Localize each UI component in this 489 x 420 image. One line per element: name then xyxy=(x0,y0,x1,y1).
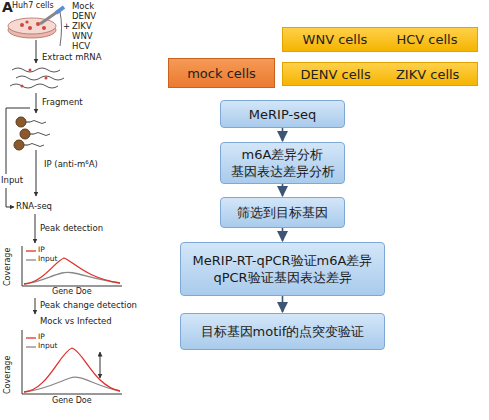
box-text: mock cells xyxy=(187,65,256,82)
input-arrow xyxy=(6,188,14,207)
box-text: 筛选到目标基因 xyxy=(237,204,328,221)
step-label: + xyxy=(63,22,70,31)
step-label: IP (anti-m⁶A) xyxy=(44,160,98,169)
cell xyxy=(28,26,32,30)
flow-arrow xyxy=(282,184,284,196)
m6a-mark xyxy=(45,77,48,80)
rna-fragment xyxy=(28,144,44,147)
step-label: Peak detection xyxy=(40,224,103,233)
axis-label: Coverage xyxy=(4,248,13,286)
step-arrow xyxy=(36,40,37,63)
antibody-bead xyxy=(16,117,26,127)
step-label: RNA-seq xyxy=(16,202,52,211)
step-label: ZIKV xyxy=(72,22,92,31)
sample-box: DENV cells ZIKV cells xyxy=(282,62,478,86)
legend-line xyxy=(26,259,36,260)
legend-line xyxy=(26,346,36,347)
box-text: HCV cells xyxy=(396,31,457,48)
axis-label: Coverage xyxy=(4,356,13,394)
mrna-strand xyxy=(10,84,58,88)
step-label: Fragment xyxy=(42,98,83,107)
step-label: Input xyxy=(1,176,23,185)
legend-line xyxy=(26,250,36,251)
box-text: ZIKV cells xyxy=(396,66,459,83)
step-label: Extract mRNA xyxy=(42,53,102,62)
flow-arrow xyxy=(282,128,284,141)
legend-item: IP xyxy=(38,333,45,341)
step-arrow xyxy=(35,214,36,243)
legend-text: IP xyxy=(38,245,45,254)
plot-axes xyxy=(22,246,122,286)
plot-axes xyxy=(22,330,122,394)
m6a-mark xyxy=(21,85,24,88)
step-label: Huh7 cells xyxy=(12,2,54,11)
box-text: DENV cells xyxy=(301,66,371,83)
ip-arrow xyxy=(36,150,37,196)
step-label: Mock vs Infected xyxy=(40,317,112,326)
step-arrow xyxy=(36,93,37,113)
ip-curve xyxy=(24,348,120,392)
mrna-strand xyxy=(12,68,60,72)
process-box: m6A差异分析 基因表达差异分析 xyxy=(220,142,345,184)
rna-fragment xyxy=(30,121,46,124)
step-label: Gene Doe xyxy=(52,397,92,406)
antibody-bead xyxy=(20,129,30,139)
legend-text: IP xyxy=(38,332,45,341)
step-label: Mock xyxy=(72,2,94,11)
process-box: 筛选到目标基因 xyxy=(220,197,345,228)
process-box: MeRIP-seq xyxy=(220,100,345,128)
box-text: WNV cells xyxy=(303,31,368,48)
legend-text: Input xyxy=(38,341,57,350)
input-curve xyxy=(24,272,120,284)
flow-arrow xyxy=(282,296,284,312)
process-box: 目标基因motif的点突变验证 xyxy=(180,313,385,350)
flow-arrow xyxy=(282,228,284,241)
legend-text: Input xyxy=(38,254,57,263)
step-arrow xyxy=(35,298,36,314)
sample-box: WNV cells HCV cells xyxy=(282,27,478,52)
legend-line xyxy=(26,337,36,338)
mrna-strand xyxy=(16,76,64,80)
antibody xyxy=(24,122,34,145)
process-box: MeRIP-RT-qPCR验证m6A差异 qPCR验证基因表达差异 xyxy=(180,242,385,296)
step-label: HCV xyxy=(72,42,90,51)
input-line xyxy=(6,108,7,174)
sample-box: mock cells xyxy=(168,58,275,88)
antibody-bead xyxy=(14,140,24,150)
step-label: Gene Doe xyxy=(52,288,92,297)
box-text: MeRIP-RT-qPCR验证m6A差异 qPCR验证基因表达差异 xyxy=(186,252,379,286)
cell xyxy=(20,23,24,27)
change-arrow xyxy=(100,352,101,378)
legend-item: Input xyxy=(38,255,57,263)
box-text: MeRIP-seq xyxy=(249,106,316,123)
culture-dish xyxy=(8,18,56,34)
box-text: 目标基因motif的点突变验证 xyxy=(201,323,365,340)
step-label: A xyxy=(2,0,13,15)
bracket xyxy=(60,12,62,46)
box-text: m6A差异分析 基因表达差异分析 xyxy=(226,146,339,180)
step-label: WNV xyxy=(72,32,93,41)
rna-fragment xyxy=(34,133,50,136)
cell xyxy=(42,26,46,30)
branch-line xyxy=(6,108,30,109)
m6a-mark xyxy=(29,69,32,72)
step-label: Peak change detection xyxy=(40,301,137,310)
legend-item: IP xyxy=(38,246,45,254)
legend-item: Input xyxy=(38,342,57,350)
cell xyxy=(25,20,28,23)
step-label: DENV xyxy=(72,12,96,21)
